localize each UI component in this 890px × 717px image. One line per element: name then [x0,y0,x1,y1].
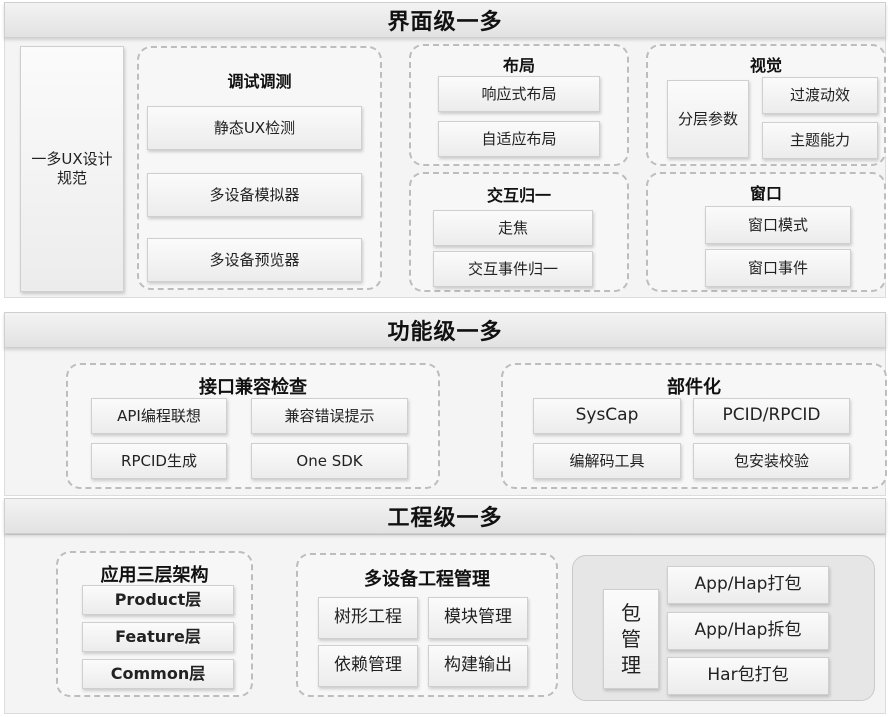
component-item-syscap: SysCap [533,398,681,434]
interaction-item-focus: 走焦 [433,210,593,246]
compat-title: 接口兼容检查 [199,377,307,398]
function-level-title: 功能级一多 [4,312,886,348]
window-item-event: 窗口事件 [705,249,851,287]
visual-title: 视觉 [749,56,782,75]
interaction-item-event-unify: 交互事件归一 [433,251,593,287]
multi-device-title: 多设备工程管理 [364,569,490,590]
component-item-codec: 编解码工具 [533,443,681,479]
debug-item-static-check: 静态UX检测 [147,106,362,150]
window-title: 窗口 [749,184,782,203]
debug-item-simulator: 多设备模拟器 [147,173,362,217]
multi-item-tree-project: 树形工程 [318,597,418,639]
component-item-pcid: PCID/RPCID [693,398,850,434]
arch-title: 应用三层架构 [100,565,209,586]
arch-item-feature: Feature层 [82,622,234,652]
compat-item-api-hint: API编程联想 [91,398,227,434]
multi-item-module-mgmt: 模块管理 [428,597,528,639]
component-item-install-check: 包安装校验 [693,443,850,479]
multi-item-build-output: 构建输出 [428,645,528,687]
debug-item-previewer: 多设备预览器 [147,238,362,282]
visual-item-layer-params: 分层参数 [667,80,749,158]
window-item-mode: 窗口模式 [705,206,851,244]
layout-title: 布局 [502,56,535,75]
compat-item-one-sdk: One SDK [251,443,408,479]
ux-spec-box: 一多UX设计规范 [20,46,124,292]
component-title: 部件化 [667,377,721,398]
visual-item-theme: 主题能力 [762,122,878,159]
arch-item-common: Common层 [82,659,234,689]
interaction-title: 交互归一 [486,186,551,205]
layout-item-responsive: 响应式布局 [438,76,600,112]
package-label: 包管理 [603,589,659,689]
interface-level-title: 界面级一多 [4,2,886,38]
package-item-har: Har包打包 [667,657,829,695]
project-level-title: 工程级一多 [4,498,886,534]
arch-item-product: Product层 [82,585,234,615]
multi-item-dependency: 依赖管理 [318,645,418,687]
compat-item-rpcid-gen: RPCID生成 [91,443,227,479]
layout-item-adaptive: 自适应布局 [438,121,600,157]
visual-item-transition: 过渡动效 [762,77,878,114]
debug-title: 调试调测 [227,72,292,91]
package-item-pack: App/Hap打包 [667,566,829,604]
compat-item-error-hint: 兼容错误提示 [251,398,408,434]
package-item-unpack: App/Hap拆包 [667,612,829,650]
